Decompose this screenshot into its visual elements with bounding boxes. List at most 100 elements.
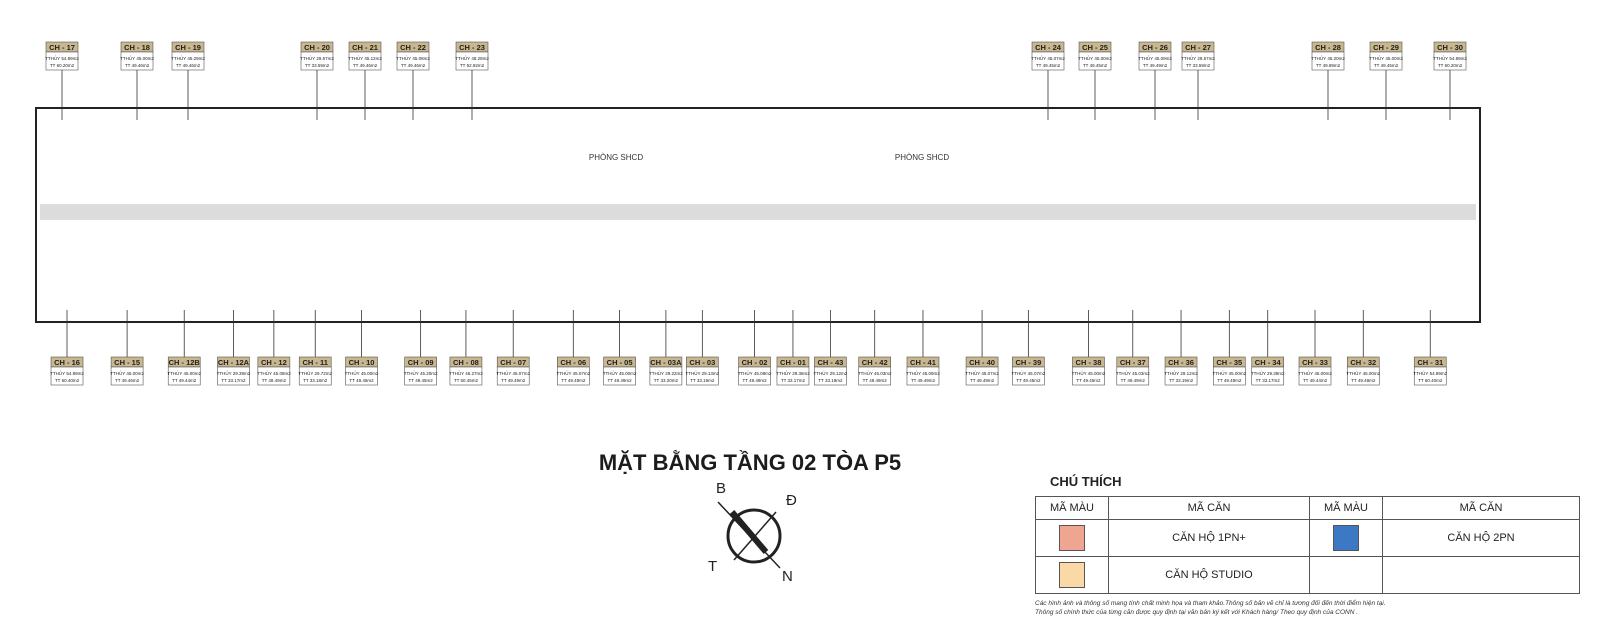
- tag-code: CH - 12A: [218, 358, 250, 367]
- compass-t: T: [708, 558, 718, 575]
- tag-code: CH - 28: [1315, 43, 1341, 52]
- tag-code: CH - 40: [969, 358, 995, 367]
- compass: B Đ T N: [690, 480, 820, 590]
- tag-code: CH - 32: [1350, 358, 1376, 367]
- tag-tim-tuong: TT 49.49m2: [911, 378, 936, 383]
- tag-body: [1311, 51, 1345, 71]
- compass-b: B: [716, 480, 727, 497]
- tag-thong-thuy: TTHỦY 29.57m2: [300, 55, 334, 61]
- tag-code: CH - 10: [349, 358, 375, 367]
- disclaimer-note: Các hình ảnh và thông số mang tính chất …: [1035, 599, 1386, 617]
- tag-tim-tuong: TT 49.46m2: [176, 63, 201, 68]
- legend-label-1pn: CĂN HỘ 1PN+: [1108, 519, 1310, 557]
- tag-code: CH - 09: [408, 358, 434, 367]
- tag-thong-thuy: TTHỦY 45.00m2: [120, 55, 154, 61]
- tag-body: [45, 51, 79, 71]
- tag-tim-tuong: TT 33.19m2: [690, 378, 715, 383]
- tag-thong-thuy: TTHỦY 45.00m2: [1298, 370, 1332, 376]
- tag-thong-thuy: TTHỦY 48.28m2: [455, 55, 489, 61]
- tag-body: [1213, 366, 1246, 386]
- note-line-2: Thông số chính thức của từng căn được qu…: [1035, 609, 1359, 616]
- tag-thong-thuy: TTHỦY 45.08m2: [257, 370, 291, 376]
- tag-thong-thuy: TTHỦY 54.89m2: [1433, 55, 1467, 61]
- tag-body: [649, 366, 683, 386]
- tag-code: CH - 16: [54, 358, 80, 367]
- tag-body: [396, 51, 430, 71]
- tag-body: [120, 51, 154, 71]
- tag-tim-tuong: TT 52.92m2: [460, 63, 485, 68]
- tag-thong-thuy: TTHỦY 45.00m2: [1369, 55, 1403, 61]
- tag-tim-tuong: TT 50.45m2: [454, 378, 479, 383]
- tag-code: CH - 03A: [650, 358, 682, 367]
- tag-code: CH - 34: [1255, 358, 1282, 367]
- tag-body: [404, 366, 437, 386]
- tag-code: CH - 22: [400, 43, 426, 52]
- tag-thong-thuy: TTHỦY 45.29m2: [171, 55, 205, 61]
- tag-code: CH - 39: [1015, 358, 1041, 367]
- tag-code: CH - 43: [817, 358, 843, 367]
- tag-thong-thuy: TTHỦY 45.03m2: [858, 370, 892, 376]
- tag-body: [965, 366, 999, 386]
- tag-tim-tuong: TT 49.45m2: [1076, 378, 1101, 383]
- tag-body: [345, 366, 378, 386]
- tag-body: [1298, 366, 1332, 386]
- tag-code: CH - 38: [1076, 358, 1102, 367]
- tag-body: [1138, 51, 1172, 71]
- tag-body: [449, 366, 483, 386]
- tag-tim-tuong: TT 49.49m2: [608, 378, 633, 383]
- legend-swatch-2pn: [1309, 519, 1383, 557]
- tag-body: [738, 366, 771, 386]
- tag-tim-tuong: TT 49.49m2: [1121, 378, 1146, 383]
- tag-tim-tuong: TT 60.40m2: [55, 378, 80, 383]
- tag-tim-tuong: TT 49.49m2: [970, 378, 995, 383]
- tag-body: [1012, 366, 1045, 386]
- tag-thong-thuy: TTHỦY 29.39m2: [1251, 370, 1285, 376]
- tag-code: CH - 12B: [169, 358, 201, 367]
- tag-tim-tuong: TT 49.45m2: [1374, 63, 1399, 68]
- tag-tim-tuong: TT 60.40m2: [1418, 378, 1443, 383]
- legend-empty-2: [1382, 556, 1580, 594]
- tag-code: CH - 20: [304, 43, 330, 52]
- note-line-1: Các hình ảnh và thông số mang tính chất …: [1035, 600, 1386, 607]
- tag-thong-thuy: TTHỦY 45.00m2: [345, 370, 379, 376]
- tag-code: CH - 37: [1120, 358, 1146, 367]
- tag-tim-tuong: TT 33.59m2: [305, 63, 330, 68]
- tag-tim-tuong: TT 49.44m2: [1303, 378, 1328, 383]
- tag-thong-thuy: TTHỦY 45.00m2: [603, 370, 637, 376]
- tag-code: CH - 01: [780, 358, 806, 367]
- tag-thong-thuy: TTHỦY 29.12m2: [1164, 370, 1198, 376]
- tag-body: [906, 366, 940, 386]
- legend-swatch-studio: [1035, 556, 1109, 594]
- legend-swatch-1pn: [1035, 519, 1109, 557]
- tag-tim-tuong: TT 49.46m2: [353, 63, 378, 68]
- tag-code: CH - 15: [114, 358, 140, 367]
- tag-thong-thuy: TTHỦY 45.00m2: [1078, 55, 1112, 61]
- tag-thong-thuy: TTHỦY 45.00m2: [1346, 370, 1380, 376]
- tag-tim-tuong: TT 33.19m2: [1169, 378, 1194, 383]
- swatch-1pn: [1059, 525, 1085, 551]
- legend-title: CHÚ THÍCH: [1050, 474, 1122, 489]
- room-label-shcd_right: PHÒNG SHCD: [895, 153, 949, 162]
- tag-body: [257, 366, 291, 386]
- tag-code: CH - 41: [910, 358, 936, 367]
- tag-thong-thuy: TTHỦY 45.12m2: [348, 55, 382, 61]
- tag-thong-thuy: TTHỦY 54.89m2: [50, 370, 84, 376]
- tag-code: CH - 11: [303, 358, 328, 367]
- tag-thong-thuy: TTHỦY 46.27m2: [449, 370, 483, 376]
